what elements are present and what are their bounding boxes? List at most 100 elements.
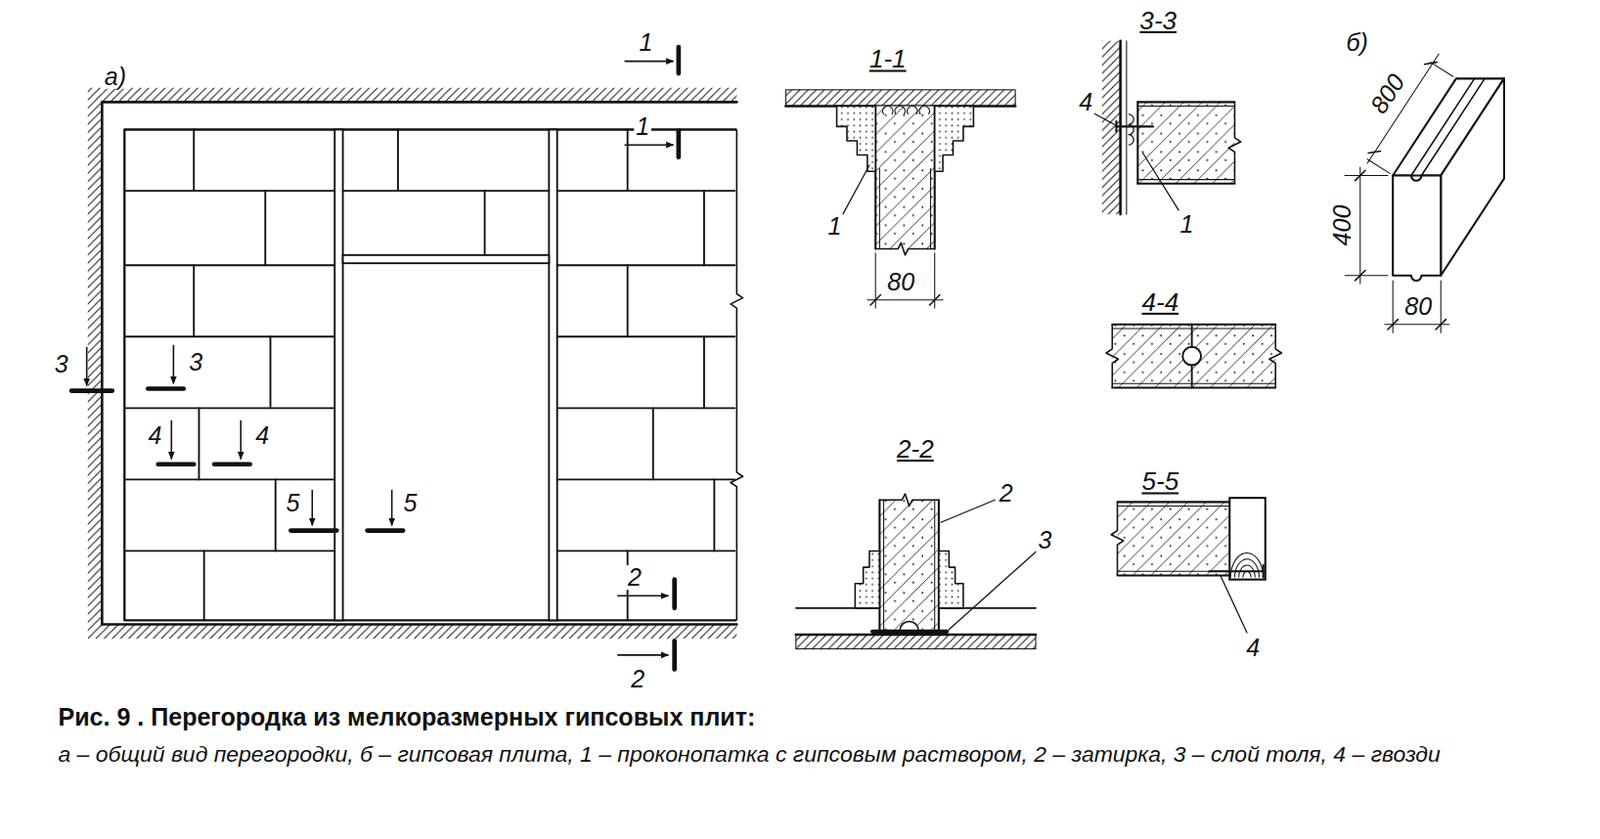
callout-number: 3 [1035, 528, 1054, 553]
section-bar [71, 388, 113, 394]
dimension-line [1384, 323, 1450, 325]
gypsum-plate [1137, 101, 1235, 183]
brick-joint [124, 549, 335, 552]
caption-legend: а – общий вид перегородки, б – гипсовая … [57, 736, 1568, 773]
break-line [1228, 101, 1242, 183]
brick-joint [703, 336, 706, 408]
break-line [875, 242, 935, 256]
dimension-tick [1355, 170, 1366, 180]
section-1-1 [785, 89, 1016, 309]
floor-slab [101, 624, 737, 640]
plate-end [1392, 175, 1441, 280]
callout-number: 2 [997, 481, 1016, 506]
section-3-3 [1091, 41, 1241, 215]
ceiling-slab [785, 89, 1016, 107]
view-letter: а) [102, 64, 129, 89]
figure-caption: Рис. 9 . Перегородка из мелкоразмерных г… [57, 704, 756, 732]
plate-joint [1191, 365, 1194, 389]
plate-joint [1191, 324, 1194, 348]
section-bar [367, 528, 404, 534]
leader-line [843, 165, 870, 215]
nail-head [1114, 121, 1117, 132]
brick-joint [124, 189, 335, 192]
dimension-tick [1424, 62, 1438, 65]
section-arrow [311, 489, 313, 527]
brick-joint [557, 189, 736, 192]
plaster-layer [1111, 383, 1276, 385]
extension-line [1430, 62, 1454, 78]
brick-joint [269, 336, 272, 408]
callout-number: 1 [1177, 212, 1196, 237]
section-4-4 [1106, 324, 1282, 389]
view-letter: б) [1343, 30, 1371, 55]
section-arrow [171, 420, 174, 460]
callout-number: 1 [825, 214, 844, 239]
break-line [1111, 501, 1124, 576]
section-bar [158, 461, 195, 467]
section-arrow [173, 345, 176, 385]
extension-line [1344, 175, 1388, 177]
section-number: 5 [400, 490, 419, 516]
plaster-layer [1137, 178, 1235, 180]
break-line [879, 493, 939, 507]
break-line [1106, 324, 1119, 389]
nail [1115, 125, 1154, 128]
groove-line [1411, 78, 1475, 176]
brick-joint [124, 478, 335, 481]
section-number: 1 [633, 114, 652, 139]
section-number: 2 [628, 666, 647, 692]
dimension-tick [870, 295, 881, 306]
brick-joint [484, 190, 487, 256]
partition-outline [124, 130, 737, 622]
plate-side [1440, 78, 1505, 275]
groove-line [1421, 78, 1485, 176]
dimension-tick [1368, 150, 1381, 153]
brick-joint [192, 265, 195, 337]
section-number: 5 [283, 490, 302, 516]
dimension-tick [930, 295, 940, 306]
section-title: 3-3 [1137, 7, 1179, 34]
brick-joint [557, 406, 736, 409]
section-title: 1-1 [867, 45, 909, 72]
section-bar [671, 640, 677, 669]
section-bar [671, 579, 677, 609]
section-bar [290, 528, 337, 534]
section-number: 3 [186, 350, 205, 375]
section-arrow [624, 143, 674, 146]
section-2-2 [796, 493, 1037, 650]
brick-joint [397, 130, 400, 192]
plate-edge [1116, 574, 1230, 577]
nail [1208, 570, 1263, 573]
break-line [1269, 324, 1283, 389]
break-edge [730, 130, 744, 622]
plate-edge [1137, 182, 1235, 185]
dimension-value: 400 [1331, 203, 1356, 249]
plaster-layer [930, 168, 932, 249]
section-arrow [239, 420, 242, 460]
plaster-layer [879, 168, 881, 249]
floor-slab [796, 634, 1036, 650]
dimension-tick [1355, 269, 1366, 280]
dimension-line [1359, 167, 1361, 284]
brick-joint [557, 264, 736, 267]
brick-joint [712, 479, 715, 551]
section-title: 4-4 [1139, 289, 1181, 315]
section-arrow [624, 60, 674, 63]
floor-line [796, 633, 1036, 637]
gypsum-plate [1116, 501, 1230, 576]
door-lintel [343, 255, 550, 264]
brick-joint [198, 407, 201, 480]
gypsum-plate [875, 106, 935, 250]
extension-line [1344, 274, 1388, 276]
extension-line [1367, 159, 1390, 175]
section-arrow [617, 654, 668, 657]
brick-joint [652, 407, 655, 480]
section-title: 5-5 [1139, 468, 1181, 494]
section-number: 4 [146, 423, 165, 448]
brick-joint [274, 479, 277, 551]
dimension-value: 800 [1365, 68, 1411, 120]
dimension-line [867, 299, 943, 301]
plate-edge [1136, 101, 1139, 183]
brick-joint [343, 189, 550, 192]
